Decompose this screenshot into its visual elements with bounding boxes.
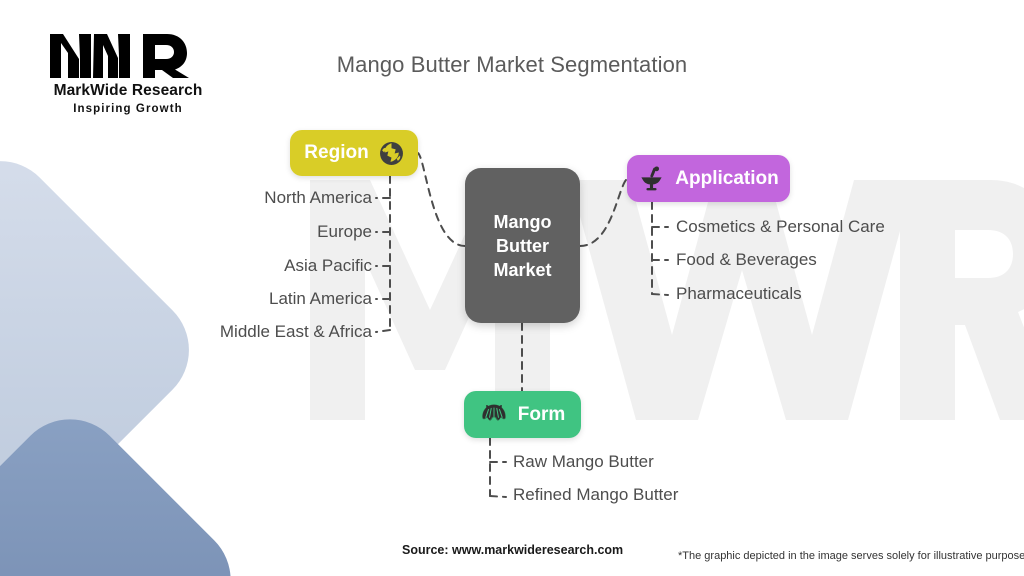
branch-label-form: Form [517, 403, 566, 425]
shell-icon [480, 401, 508, 429]
leaf-form-1: Refined Mango Butter [513, 485, 679, 504]
leaf-region-0: North America [264, 188, 372, 207]
brand-name: MarkWide Research [53, 82, 203, 99]
leaf-form-0: Raw Mango Butter [513, 452, 654, 471]
center-node-line-2: Butter [496, 235, 549, 256]
mwr-monogram-icon [50, 34, 189, 78]
leaf-application-2: Pharmaceuticals [676, 284, 802, 303]
mortar-pestle-icon [638, 165, 665, 192]
leaf-region-1: Europe [317, 222, 372, 241]
branch-node-application[interactable]: Application [627, 155, 790, 202]
leaf-region-4: Middle East & Africa [219, 322, 372, 341]
branch-node-form[interactable]: Form [464, 391, 581, 438]
globe-icon [379, 141, 404, 166]
branch-node-region[interactable]: Region [290, 130, 418, 176]
brand-tagline: Inspiring Growth [73, 103, 183, 115]
leaf-region-3: Latin America [269, 289, 372, 308]
center-node-line-1: Mango [493, 211, 552, 232]
branch-label-application: Application [675, 167, 779, 189]
center-node[interactable]: Mango Butter Market [465, 168, 580, 323]
branch-label-region: Region [304, 142, 369, 163]
center-node-line-3: Market [493, 259, 552, 280]
brand-logo: MarkWide Research Inspiring Growth [28, 28, 228, 115]
disclaimer-text: *The graphic depicted in the image serve… [678, 550, 1024, 562]
source-text: Source: www.markwideresearch.com [402, 543, 624, 557]
decorative-square-dark [0, 396, 254, 576]
page-title: Mango Butter Market Segmentation [336, 52, 688, 77]
leaf-application-1: Food & Beverages [676, 250, 817, 269]
leaf-application-0: Cosmetics & Personal Care [676, 217, 885, 236]
leaf-region-2: Asia Pacific [284, 256, 372, 275]
